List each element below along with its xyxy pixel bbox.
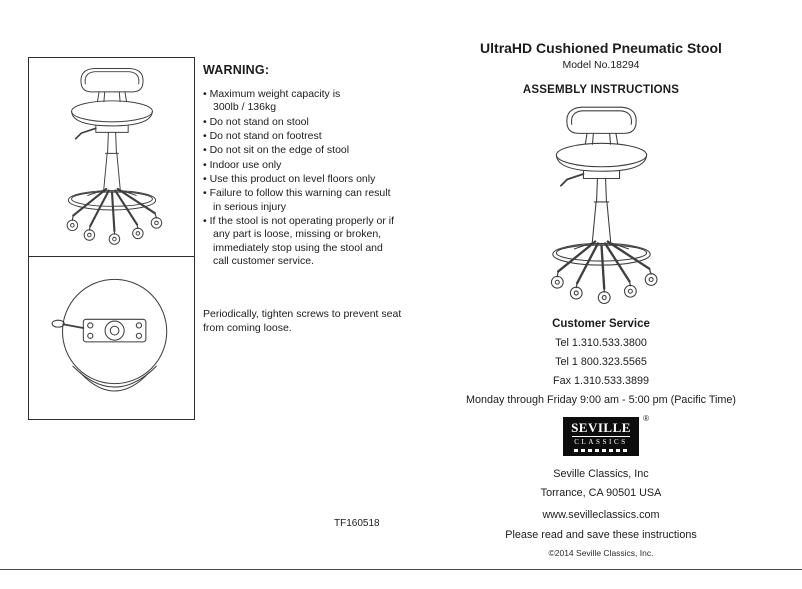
warning-item: Do not stand on stool — [203, 116, 441, 129]
save-instructions-note: Please read and save these instructions — [505, 529, 697, 541]
logo-box: SEVILLE CLASSICS — [563, 417, 639, 456]
maintenance-note: Periodically, tighten screws to prevent … — [203, 308, 402, 334]
logo-classics-text: CLASSICS — [574, 438, 628, 446]
assembly-instructions-heading: ASSEMBLY INSTRUCTIONS — [522, 84, 680, 96]
copyright-notice: ©2014 Seville Classics, Inc. — [548, 548, 654, 558]
warning-list: Maximum weight capacity is 300lb / 136kg… — [203, 88, 441, 268]
stool-side-illustration — [65, 67, 163, 246]
warning-item: If the stool is not operating properly o… — [203, 215, 441, 268]
logo-seville-text: SEVILLE — [571, 420, 631, 435]
customer-service-tel-2: Tel 1 800.323.5565 — [555, 356, 647, 368]
warning-item: Maximum weight capacity is 300lb / 136kg — [203, 88, 441, 115]
product-title: UltraHD Cushioned Pneumatic Stool — [480, 40, 722, 56]
warning-item: Indoor use only — [203, 159, 441, 172]
company-address: Torrance, CA 90501 USA — [540, 487, 662, 499]
customer-service-tel-1: Tel 1.310.533.3800 — [555, 337, 647, 349]
warning-item: Failure to follow this warning can resul… — [203, 187, 441, 214]
warning-item: Do not stand on footrest — [203, 130, 441, 143]
customer-service-hours: Monday through Friday 9:00 am - 5:00 pm … — [465, 394, 737, 406]
company-name: Seville Classics, Inc — [553, 468, 649, 480]
page-bottom-rule — [0, 569, 802, 570]
document-code: TF160518 — [334, 518, 380, 529]
logo-divider — [572, 436, 630, 437]
warning-item: Use this product on level floors only — [203, 173, 441, 186]
company-website: www.sevilleclassics.com — [542, 509, 660, 521]
instructions-column: UltraHD Cushioned Pneumatic Stool Model … — [420, 40, 782, 558]
customer-service-fax: Fax 1.310.533.3899 — [552, 375, 650, 387]
logo-detail-row — [574, 449, 628, 452]
figure-box-stool — [28, 57, 195, 257]
stool-underside-illustration — [50, 278, 168, 392]
stool-main-figure — [420, 100, 782, 312]
warning-heading: WARNING: — [203, 63, 270, 77]
figure-column — [28, 57, 195, 420]
warning-section: WARNING: Maximum weight capacity is 300l… — [203, 63, 441, 269]
seville-classics-logo: SEVILLE CLASSICS ® — [563, 414, 649, 456]
warning-item: Do not sit on the edge of stool — [203, 144, 441, 157]
stool-main-illustration — [549, 106, 658, 305]
customer-service-heading: Customer Service — [552, 318, 650, 330]
registered-trademark-symbol: ® — [643, 414, 649, 423]
model-number: Model No.18294 — [562, 59, 640, 71]
figure-box-underside — [28, 256, 195, 420]
